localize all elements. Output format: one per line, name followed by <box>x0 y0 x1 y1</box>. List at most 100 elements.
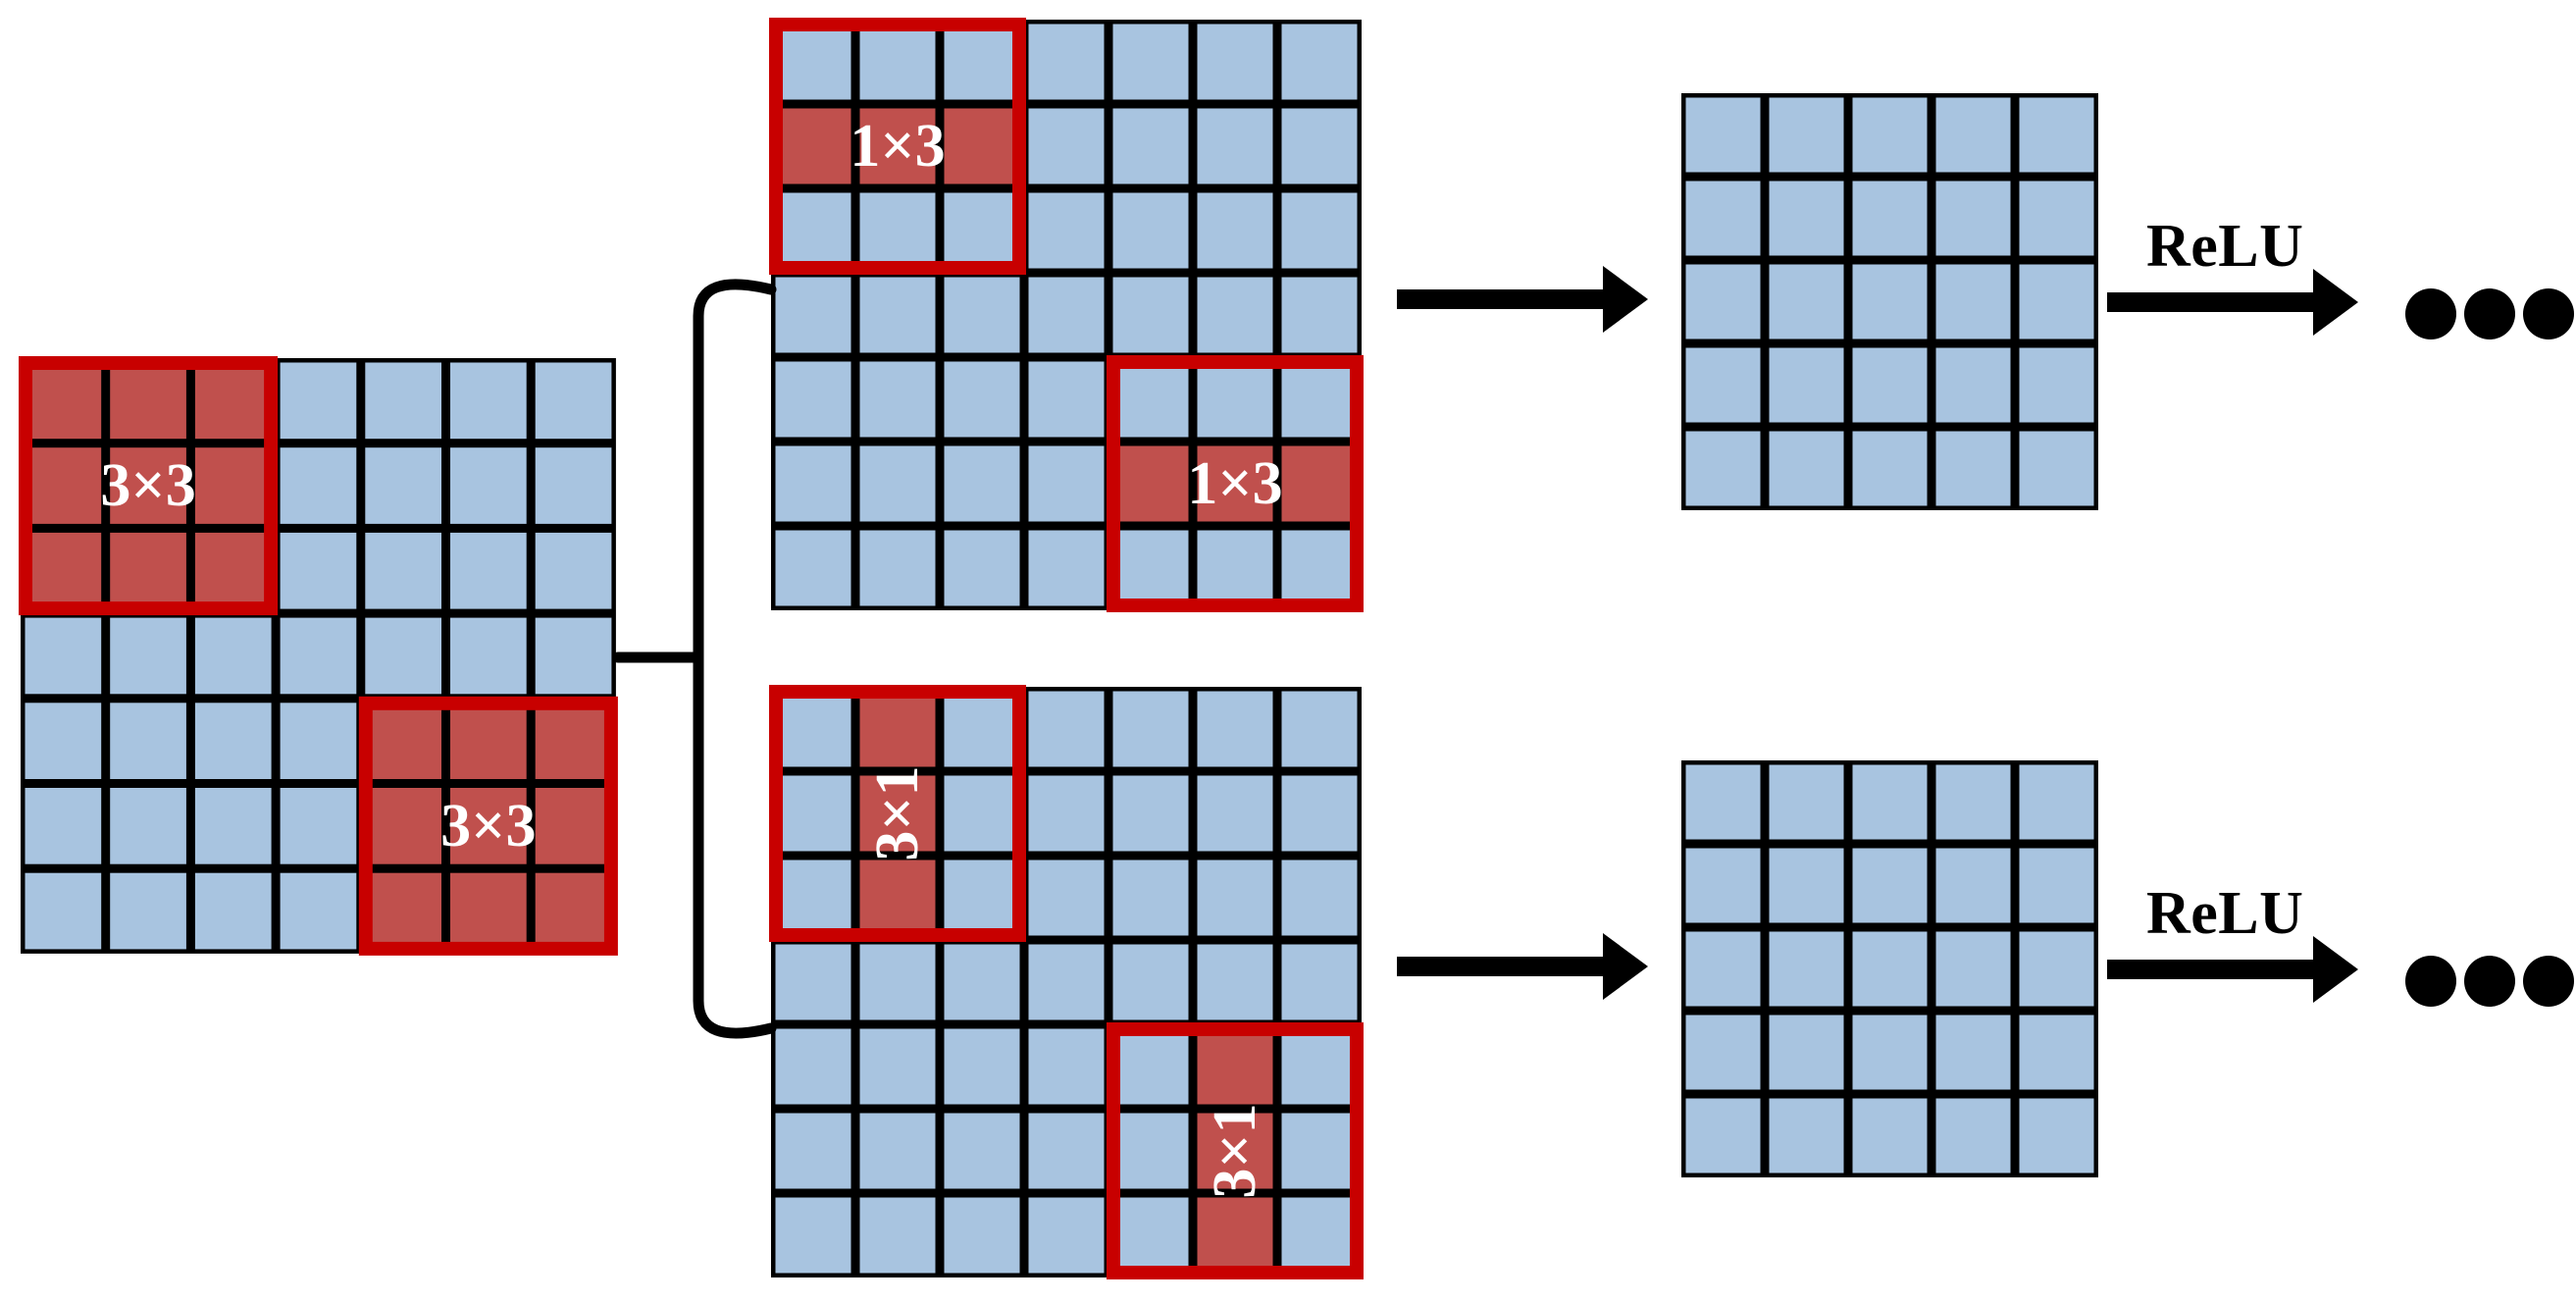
grid-cell <box>280 532 357 609</box>
grid-cell <box>1281 445 1358 522</box>
grid-cell <box>2019 1098 2094 1173</box>
grid-cell <box>1852 931 1928 1007</box>
grid-cell <box>775 445 851 522</box>
grid-cell <box>280 362 357 440</box>
grid-cell <box>110 788 186 864</box>
grid-cell <box>280 872 357 950</box>
grid-cell <box>1685 1015 1761 1090</box>
grid-cell <box>365 788 441 864</box>
grid-cell <box>859 24 936 100</box>
grid-cell <box>1852 764 1928 840</box>
grid-cell <box>535 617 612 695</box>
vertical-kernel-feature-map: 3×13×1 <box>769 685 1364 1279</box>
ellipsis-dot <box>2405 288 2456 339</box>
arrow-bottom-to-output-head <box>1603 933 1648 1000</box>
grid-cell <box>2019 347 2094 423</box>
grid-cell <box>859 944 936 1020</box>
grid-cell <box>1112 1028 1189 1105</box>
grid-cell <box>775 1028 851 1105</box>
grid-cell <box>1197 1028 1273 1105</box>
grid-cell <box>450 788 527 864</box>
grid-cell <box>775 691 851 767</box>
grid-cell <box>1852 1098 1928 1173</box>
output-feature-map-bottom <box>1681 760 2098 1177</box>
grid-cell <box>1281 108 1358 184</box>
grid-cell <box>280 788 357 864</box>
grid-cell <box>110 362 186 440</box>
grid-cell <box>1935 1015 2011 1090</box>
relu-label-bottom: ReLU <box>2146 880 2304 947</box>
grid-cell <box>1281 530 1358 606</box>
grid-cell <box>365 617 441 695</box>
grid-cell <box>1028 277 1105 353</box>
grid-cell <box>365 362 441 440</box>
grid-cell <box>1852 431 1928 506</box>
grid-cell <box>775 944 851 1020</box>
grid-cell <box>944 1028 1020 1105</box>
grid-cell <box>1112 691 1189 767</box>
grid-cell <box>1281 1028 1358 1105</box>
grid-cell <box>775 277 851 353</box>
grid-cell <box>194 532 272 609</box>
grid-cell <box>25 362 102 440</box>
grid-cell <box>450 617 527 695</box>
grid-cell <box>1112 192 1189 269</box>
grid-cell <box>859 860 936 936</box>
grid-cell <box>1685 931 1761 1007</box>
grid-cell <box>280 447 357 524</box>
grid-cell <box>1769 347 1844 423</box>
grid-cell <box>1685 431 1761 506</box>
grid-cell <box>1197 860 1273 936</box>
grid-cell <box>1769 181 1844 256</box>
grid-cell <box>2019 181 2094 256</box>
grid-cell <box>775 361 851 438</box>
grid-cell <box>25 703 102 779</box>
grid-cell <box>194 788 272 864</box>
grid-cell <box>944 691 1020 767</box>
grid-cell <box>1028 860 1105 936</box>
grid-cell <box>944 108 1020 184</box>
input-feature-map: 3×33×3 <box>19 356 618 956</box>
grid-cell <box>1769 931 1844 1007</box>
grid-cell <box>944 277 1020 353</box>
grid-cell <box>1685 764 1761 840</box>
grid-cell <box>1197 445 1273 522</box>
grid-cell <box>1197 1113 1273 1189</box>
grid-cell <box>859 192 936 269</box>
grid-cell <box>944 192 1020 269</box>
grid-cell <box>1028 530 1105 606</box>
grid-cell <box>1197 361 1273 438</box>
kernel-size-label: 1×3 <box>850 113 945 180</box>
grid-cell <box>1852 848 1928 923</box>
grid-cell <box>1197 192 1273 269</box>
grid-cell <box>1112 445 1189 522</box>
grid-cell <box>1028 775 1105 852</box>
grid-cell <box>1197 24 1273 100</box>
grid-cell <box>1935 181 2011 256</box>
grid-cell <box>1281 775 1358 852</box>
grid-cell <box>1112 361 1189 438</box>
grid-cell <box>1197 277 1273 353</box>
grid-cell <box>1935 848 2011 923</box>
kernel-outline <box>769 685 1026 942</box>
grid-cell <box>1197 1197 1273 1274</box>
grid-cell <box>944 860 1020 936</box>
grid-cell <box>1028 24 1105 100</box>
grid-cell <box>775 530 851 606</box>
grid-cell <box>1281 277 1358 353</box>
ellipsis-dot <box>2405 956 2456 1007</box>
grid-cell <box>1112 944 1189 1020</box>
grid-cell <box>1685 1098 1761 1173</box>
grid-cell <box>535 788 612 864</box>
grid-cell <box>1769 848 1844 923</box>
grid-cell <box>1935 1098 2011 1173</box>
grid-cell <box>1028 1113 1105 1189</box>
grid-cell <box>2019 931 2094 1007</box>
grid-cell <box>1197 530 1273 606</box>
grid-cell <box>944 445 1020 522</box>
grid-cell <box>1769 431 1844 506</box>
grid-cell <box>859 277 936 353</box>
ellipsis-dot <box>2523 956 2574 1007</box>
grid-cell <box>1112 277 1189 353</box>
